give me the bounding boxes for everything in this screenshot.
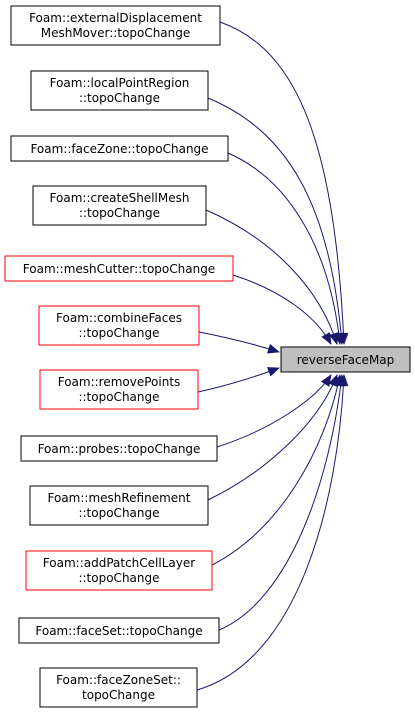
call-edge-10	[211, 374, 343, 566]
caller-node-box	[39, 369, 199, 410]
caller-node-localPointRegion[interactable]: Foam::localPointRegion ::topoChange	[30, 70, 209, 111]
call-edge-6	[198, 331, 280, 354]
caller-node-label-line1: Foam::probes::topoChange	[38, 442, 201, 456]
caller-node-label-line2: ::topoChange	[79, 91, 160, 105]
caller-node-box	[25, 550, 213, 591]
caller-node-label-line2: ::topoChange	[78, 506, 159, 520]
caller-node-label-line1: Foam::localPointRegion	[50, 76, 190, 90]
caller-node-externalDisplacementMeshMover[interactable]: Foam::externalDisplacement MeshMover::to…	[10, 5, 221, 46]
caller-node-label-line1: Foam::faceZoneSet::	[56, 673, 181, 687]
call-edge-11	[218, 374, 346, 631]
caller-node-label-line2: ::topoChange	[78, 326, 159, 340]
caller-node-faceZoneSet[interactable]: Foam::faceZoneSet:: topoChange	[39, 667, 198, 708]
caller-node-label-line1: Foam::addPatchCellLayer	[43, 556, 195, 570]
call-edge-12	[196, 374, 349, 691]
caller-node-label-line2: MeshMover::topoChange	[41, 26, 191, 40]
caller-node-box	[39, 667, 198, 708]
call-edge-7	[197, 367, 280, 393]
call-edges	[196, 21, 349, 691]
caller-node-addPatchCellLayer[interactable]: Foam::addPatchCellLayer ::topoChange	[25, 550, 213, 591]
caller-node-label-line2: ::topoChange	[78, 390, 159, 404]
target-node-box	[280, 346, 411, 373]
call-edge-4	[205, 209, 339, 345]
caller-node-meshRefinement[interactable]: Foam::meshRefinement ::topoChange	[29, 485, 209, 526]
caller-node-label-line1: Foam::faceSet::topoChange	[35, 624, 202, 638]
caller-node-label-line2: topoChange	[82, 688, 155, 702]
caller-node-label-line1: Foam::meshRefinement	[48, 491, 191, 505]
call-edge-3	[227, 152, 344, 345]
caller-node-createShellMesh[interactable]: Foam::createShellMesh ::topoChange	[32, 185, 207, 226]
caller-node-label-line1: Foam::externalDisplacement	[29, 11, 202, 25]
caller-node-meshCutter[interactable]: Foam::meshCutter::topoChange	[4, 255, 234, 282]
caller-node-box	[10, 135, 229, 162]
call-edge-9	[207, 374, 338, 501]
caller-node-label-line1: Foam::removePoints	[58, 375, 181, 389]
call-edge-5	[232, 274, 332, 345]
caller-node-box	[20, 435, 218, 462]
call-edge-8	[216, 374, 332, 448]
caller-node-box	[10, 5, 221, 46]
target-node-reverseFaceMap[interactable]: reverseFaceMap	[280, 346, 411, 373]
caller-node-label-line2: ::topoChange	[78, 571, 159, 585]
caller-node-probes[interactable]: Foam::probes::topoChange	[20, 435, 218, 462]
caller-node-label-line1: Foam::combineFaces	[56, 311, 182, 325]
caller-node-label-line1: Foam::faceZone::topoChange	[30, 142, 208, 156]
caller-node-label-line2: ::topoChange	[79, 206, 160, 220]
caller-node-removePoints[interactable]: Foam::removePoints ::topoChange	[39, 369, 199, 410]
call-edge-2	[207, 97, 347, 345]
caller-node-label-line1: Foam::createShellMesh	[50, 191, 190, 205]
caller-node-box	[18, 617, 220, 644]
caller-node-box	[4, 255, 234, 282]
target-node-label: reverseFaceMap	[297, 353, 395, 367]
caller-node-combineFaces[interactable]: Foam::combineFaces ::topoChange	[38, 305, 200, 346]
caller-node-box	[38, 305, 200, 346]
caller-node-box	[29, 485, 209, 526]
caller-node-box	[30, 70, 209, 111]
call-edge-1	[219, 21, 349, 345]
caller-node-faceSet[interactable]: Foam::faceSet::topoChange	[18, 617, 220, 644]
caller-node-label-line1: Foam::meshCutter::topoChange	[23, 262, 215, 276]
caller-node-faceZone[interactable]: Foam::faceZone::topoChange	[10, 135, 229, 162]
caller-node-box	[32, 185, 207, 226]
